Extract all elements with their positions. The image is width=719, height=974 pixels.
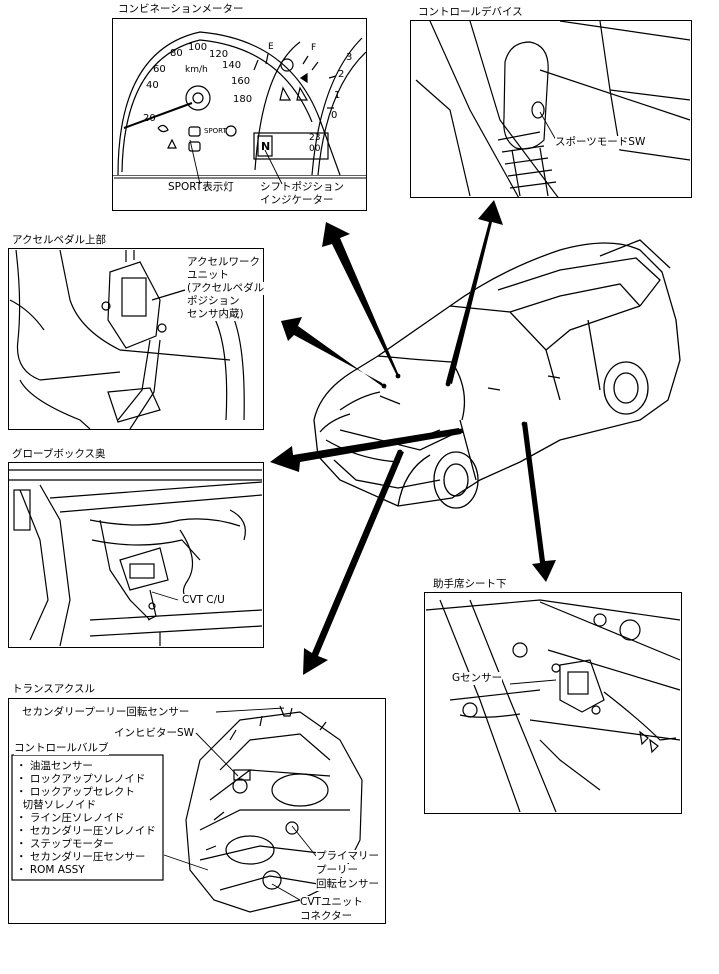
control-valve-item: ・ ロックアップセレクト xyxy=(16,786,135,798)
tach-tick-2: 2 xyxy=(338,69,345,80)
control-valve-item: 切替ソレノイド xyxy=(16,799,97,811)
control-device-panel xyxy=(410,20,692,198)
speed-tick-80: 80 xyxy=(170,48,183,59)
control-valve-item: ・ ステップモーター xyxy=(16,838,114,850)
fuel-full-label: F xyxy=(311,43,317,53)
control-device-title: コントロールデバイス xyxy=(418,6,523,18)
speed-tick-140: 140 xyxy=(222,60,242,71)
speed-tick-60: 60 xyxy=(153,64,166,75)
cvt-cu-label: CVT C/U xyxy=(182,594,225,607)
shift-indicator-label-1: シフトポジション xyxy=(260,181,344,193)
glove-box-drawing xyxy=(9,469,263,647)
control-valve-title: コントロールバルブ xyxy=(14,742,109,755)
primary-pulley-label-3: 回転センサー xyxy=(316,878,379,891)
accel-label-5: センサ内蔵) xyxy=(187,308,244,321)
accel-pedal-title: アクセルペダル上部 xyxy=(12,234,106,246)
control-valve-item: ・ 油温センサー xyxy=(16,760,93,772)
control-valve-item: ・ ライン圧ソレノイド xyxy=(16,812,125,824)
inhibitor-sw-label: インヒビターSW xyxy=(114,727,195,740)
tach-tick-1: 1 xyxy=(334,90,341,101)
speed-tick-180: 180 xyxy=(233,94,253,105)
cvt-connector-label-2: コネクター xyxy=(300,910,353,923)
control-device-drawing xyxy=(415,21,691,197)
g-sensor-label: Gセンサー xyxy=(452,672,503,685)
car-drawing xyxy=(313,239,681,509)
sport-lamp-text: SPORT xyxy=(204,127,227,135)
cvt-connector-label-1: CVTユニット xyxy=(300,896,363,909)
speed-tick-160: 160 xyxy=(231,76,251,87)
fuel-empty-label: E xyxy=(268,42,274,52)
speed-tick-20: 20 xyxy=(143,113,156,124)
speed-tick-120: 120 xyxy=(209,49,229,60)
primary-pulley-label-1: プライマリー xyxy=(316,850,379,863)
sport-mode-sw-label: スポーツモードSW xyxy=(555,136,646,149)
accel-label-1: アクセルワーク xyxy=(187,256,260,269)
accel-label-4: ポジション xyxy=(187,295,240,308)
shift-indicator-label-2: インジケーター xyxy=(260,194,334,206)
primary-pulley-label-2: プーリー xyxy=(316,864,358,877)
speed-unit: km/h xyxy=(185,65,208,75)
combination-meter-panel xyxy=(112,18,367,211)
secondary-pulley-sensor-label: セカンダリープーリー回転センサー xyxy=(22,706,190,719)
passenger-seat-drawing xyxy=(425,599,681,813)
control-valve-box xyxy=(11,754,164,881)
glove-box-title: グローブボックス奥 xyxy=(12,448,106,460)
pointer-arrows xyxy=(270,200,556,675)
combination-meter-title: コンビネーションメーター xyxy=(118,3,244,15)
sport-lamp-label: SPORT表示灯 xyxy=(168,181,234,193)
passenger-seat-title: 助手席シート下 xyxy=(433,578,507,590)
accel-label-3: (アクセルペダル xyxy=(187,282,265,295)
speed-tick-40: 40 xyxy=(146,80,159,91)
transaxle-drawing xyxy=(185,705,363,913)
tach-tick-3: 3 xyxy=(346,52,353,63)
combination-meter-drawing xyxy=(113,31,366,176)
tach-tick-0: 0 xyxy=(331,110,338,121)
transaxle-title: トランスアクスル xyxy=(12,683,95,695)
passenger-seat-panel xyxy=(424,592,682,814)
odo-top: 23 xyxy=(309,133,321,143)
control-valve-item: ・ セカンダリー圧ソレノイド xyxy=(16,825,156,837)
accel-label-2: ユニット xyxy=(187,269,229,282)
control-valve-item: ・ ロックアップソレノイド xyxy=(16,773,146,785)
shift-display: N xyxy=(261,140,271,153)
odo-bottom: 00 xyxy=(309,144,321,154)
speed-tick-100: 100 xyxy=(188,42,208,53)
control-valve-item: ・ ROM ASSY xyxy=(16,864,85,876)
control-valve-item: ・ セカンダリー圧センサー xyxy=(16,851,146,863)
